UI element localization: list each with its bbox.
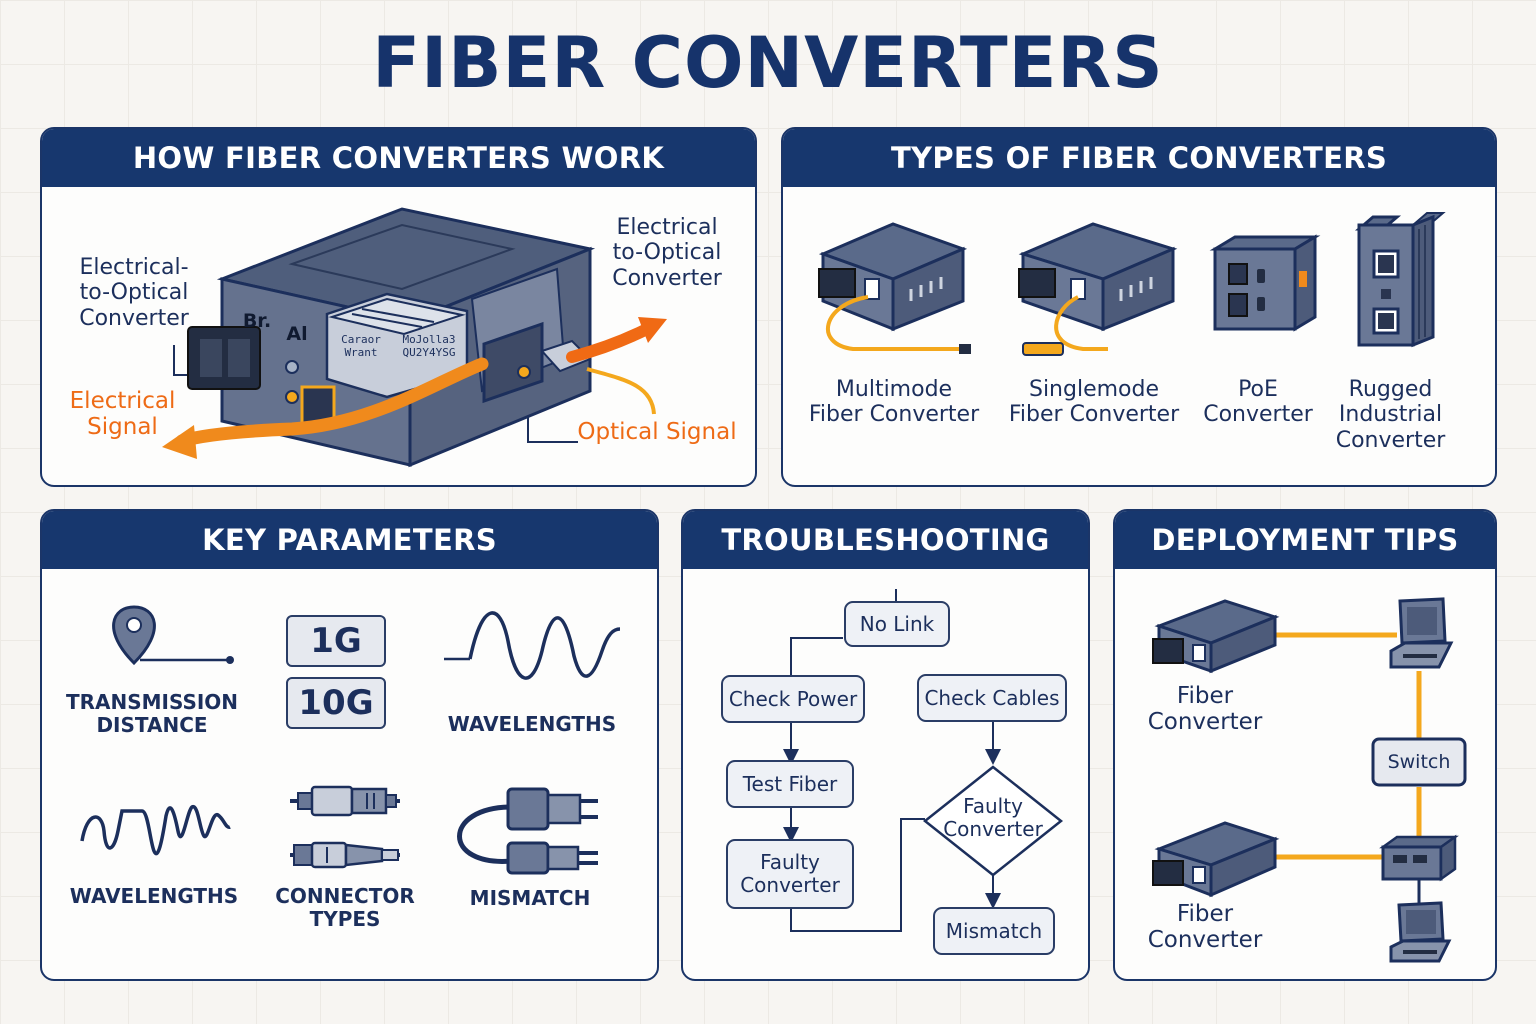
flow-check-cables: Check Cables xyxy=(917,674,1067,722)
switch-icon xyxy=(1371,737,1467,787)
speed-badge-1g: 1G xyxy=(286,615,386,667)
flow-faulty-converter-diamond-label: Faulty Converter xyxy=(943,794,1043,841)
page-title: FIBER CONVERTERS xyxy=(372,22,1164,104)
flow-faulty-converter: Faulty Converter xyxy=(726,839,854,909)
signal-wave-icon xyxy=(80,805,231,856)
flow-mismatch: Mismatch xyxy=(933,907,1055,955)
deployment-diagram xyxy=(1152,597,1467,963)
how-header: HOW FIBER CONVERTERS WORK xyxy=(42,129,755,187)
poe-box-icon xyxy=(1209,234,1321,332)
label-transmission-distance: TRANSMISSION DISTANCE xyxy=(65,690,239,737)
connector-icon xyxy=(290,785,400,869)
label-connector-types: CONNECTOR TYPES xyxy=(275,884,415,931)
fiber-converter-icon xyxy=(1152,599,1280,674)
chip-text-1: Caraor Wrant xyxy=(341,333,381,359)
optical-arrowhead xyxy=(638,317,667,343)
label-mismatch: MISMATCH xyxy=(469,886,591,910)
label-left-converter: Electrical- to-Optical Converter xyxy=(79,255,189,331)
speed-badge-10g: 10G xyxy=(286,677,386,729)
type-label-singlemode: Singlemode Fiber Converter xyxy=(1008,377,1180,428)
label-switch: Switch xyxy=(1387,751,1451,773)
label-wavelengths-1: WAVELENGTHS xyxy=(447,712,617,736)
label-electrical-signal: Electrical Signal xyxy=(69,388,176,441)
sfp-module xyxy=(482,321,544,404)
type-label-rugged: Rugged Industrial Converter xyxy=(1335,377,1446,453)
trouble-header: TROUBLESHOOTING xyxy=(683,511,1088,569)
electrical-arrowhead xyxy=(162,425,197,459)
media-converter-icon xyxy=(818,222,971,354)
params-header: KEY PARAMETERS xyxy=(42,511,657,569)
fiber-cable xyxy=(586,367,656,415)
plug-mismatch-icon xyxy=(457,787,598,875)
type-label-poe: PoE Converter xyxy=(1203,377,1313,428)
optical-arrow xyxy=(566,323,653,363)
flow-no-link: No Link xyxy=(844,601,950,647)
how-panel: HOW FIBER CONVERTERS WORK xyxy=(40,127,757,487)
deploy-header: DEPLOYMENT TIPS xyxy=(1115,511,1495,569)
flow-test-fiber: Test Fiber xyxy=(726,760,854,808)
label-optical-signal: Optical Signal xyxy=(577,419,737,445)
type-label-multimode: Multimode Fiber Converter xyxy=(808,377,980,428)
location-pin-icon xyxy=(112,605,234,666)
device-marking-2: Al xyxy=(286,323,308,345)
types-panel: TYPES OF FIBER CONVERTERS xyxy=(781,127,1497,487)
label-right-converter: Electrical to-Optical Converter xyxy=(612,215,722,291)
chip-text-2: MoJolla3 QU2Y4YSG xyxy=(402,333,456,359)
label-fiber-converter-1: Fiber Converter xyxy=(1147,683,1263,736)
network-switch-icon xyxy=(1379,834,1459,882)
types-header: TYPES OF FIBER CONVERTERS xyxy=(783,129,1495,187)
din-rail-icon xyxy=(1354,212,1446,348)
params-panel: KEY PARAMETERS xyxy=(40,509,659,981)
laptop-icon xyxy=(1389,901,1452,963)
flow-check-power: Check Power xyxy=(721,675,865,723)
electrical-arrow xyxy=(175,357,489,448)
label-wavelengths-2: WAVELENGTHS xyxy=(69,884,239,908)
converter-illustration xyxy=(162,207,667,468)
troubleshooting-flowchart xyxy=(783,589,1064,932)
device-marking-1: Br. xyxy=(242,310,272,332)
laptop-icon xyxy=(1389,597,1454,669)
fiber-converter-icon xyxy=(1152,821,1280,898)
deploy-panel: DEPLOYMENT TIPS xyxy=(1113,509,1497,981)
trouble-panel: TROUBLESHOOTING No Link Check Power Chec… xyxy=(681,509,1090,981)
front-port xyxy=(300,385,336,425)
media-converter-icon xyxy=(1018,222,1178,356)
sine-wave-icon xyxy=(444,611,621,680)
label-fiber-converter-2: Fiber Converter xyxy=(1147,901,1263,954)
